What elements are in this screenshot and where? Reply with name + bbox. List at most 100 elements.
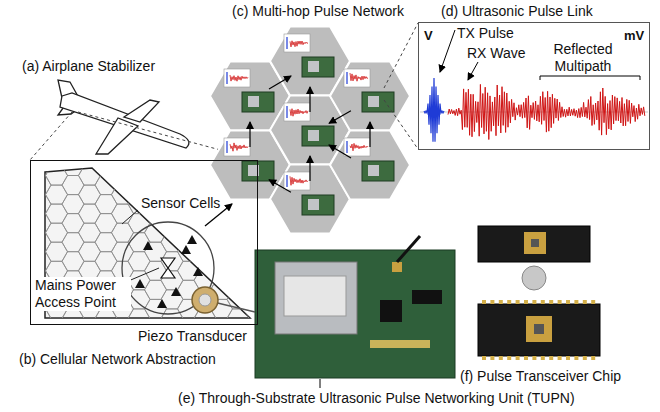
sensor-cell	[178, 242, 200, 261]
cluster-circle	[122, 222, 214, 314]
sensor-cell	[128, 309, 150, 328]
sensor-node	[135, 279, 145, 288]
waveform-inset	[344, 69, 370, 87]
sensor-cell	[62, 214, 84, 233]
sensor-cell	[62, 176, 84, 195]
sensor-cell	[79, 223, 101, 242]
hop-arrow	[309, 156, 310, 181]
sensor-cell	[194, 233, 216, 252]
sensor-cell	[29, 233, 51, 252]
sensor-cell	[46, 242, 68, 261]
sensor-cell	[95, 233, 117, 252]
ic	[412, 290, 442, 304]
chip-pin	[516, 356, 520, 360]
leader-line	[320, 379, 321, 388]
rx-trace	[290, 41, 308, 47]
node-module	[308, 130, 319, 141]
connector	[370, 340, 430, 348]
hop-arrow	[249, 122, 250, 147]
sensor-cell	[29, 214, 51, 233]
node-module	[368, 96, 379, 107]
sensor-node	[181, 245, 191, 254]
signal-label: RX Wave	[467, 45, 526, 62]
chip-package	[478, 226, 590, 262]
sensor-cell	[194, 214, 216, 233]
sensor-cell	[95, 214, 117, 233]
chip-die-cavity	[526, 316, 552, 342]
sensor-cell	[29, 309, 51, 328]
signal-label: TX Pulse	[457, 25, 514, 42]
sensor-cell	[79, 185, 101, 204]
bracket	[540, 76, 640, 80]
sensor-cell	[227, 233, 249, 252]
sensor-cell	[227, 309, 249, 328]
node-module	[308, 199, 319, 210]
sensor-cell	[95, 252, 117, 271]
tx-spike	[346, 141, 347, 153]
sensor-cell	[29, 328, 51, 347]
module-sticker	[284, 276, 346, 316]
sensor-cell	[29, 252, 51, 271]
waveform-inset	[284, 34, 310, 52]
rx-trace	[290, 176, 308, 185]
tx-pulse-trace	[424, 78, 444, 142]
signal-label: Reflected Multipath	[537, 41, 629, 75]
ic	[380, 300, 402, 322]
sensor-cell	[161, 309, 183, 328]
sensor-cell	[62, 195, 84, 214]
sensor-cell	[112, 166, 134, 185]
plot-background	[418, 22, 650, 150]
chip-pin	[558, 356, 562, 360]
axis-unit: V	[424, 27, 433, 44]
sensor-cell	[161, 233, 183, 252]
chip-pin	[499, 300, 503, 304]
sensor-cell	[244, 204, 266, 223]
sensor-cell	[128, 176, 150, 195]
sensor-cell	[227, 252, 249, 271]
chip-pin	[583, 300, 587, 304]
sensor-cell	[62, 328, 84, 347]
rx-trace	[230, 143, 248, 151]
sensor-cell	[128, 290, 150, 309]
waveform-inset	[284, 172, 310, 190]
chip-pin	[591, 300, 595, 304]
panel-caption: (f) Pulse Transceiver Chip	[460, 368, 621, 385]
node-board	[302, 57, 334, 77]
inset-box: Sensor CellsMains Power Access Point(b) …	[30, 160, 258, 325]
sensor-cell	[227, 271, 249, 290]
sensor-cell	[145, 280, 167, 299]
sensor-cell	[227, 214, 249, 233]
sensor-cell	[29, 195, 51, 214]
chip-pin	[549, 356, 553, 360]
sensor-cell	[194, 252, 216, 271]
sensor-cell	[260, 233, 282, 252]
sensor-cell	[244, 223, 266, 242]
piezo-disc	[192, 287, 218, 313]
pulse-network	[210, 26, 410, 233]
node-module	[308, 61, 319, 72]
sensor-cell	[128, 252, 150, 271]
panel-caption: (a) Airplane Stabilizer	[22, 58, 155, 75]
waveform-inset	[224, 138, 250, 156]
node-board	[242, 161, 274, 181]
sensor-cell	[178, 166, 200, 185]
zoom-line	[384, 100, 418, 149]
chip-pin	[566, 356, 570, 360]
leader-arrow	[468, 62, 478, 80]
leader-line	[122, 210, 138, 224]
module-can	[275, 262, 357, 334]
panel-caption: (c) Multi-hop Pulse Network	[232, 3, 404, 20]
chip-pin	[549, 300, 553, 304]
chip-pins	[482, 300, 595, 360]
tx-spike	[346, 72, 347, 84]
panel-caption: (d) Ultrasonic Pulse Link	[441, 3, 593, 20]
sensor-cell	[46, 318, 68, 337]
sensor-cell	[46, 223, 68, 242]
chip-pin	[490, 356, 494, 360]
chip-pin	[541, 356, 545, 360]
chip-pin	[574, 300, 578, 304]
waveform-inset	[344, 138, 370, 156]
waveform-inset	[284, 103, 310, 121]
chip-pin	[507, 300, 511, 304]
rx-trace	[230, 75, 248, 81]
